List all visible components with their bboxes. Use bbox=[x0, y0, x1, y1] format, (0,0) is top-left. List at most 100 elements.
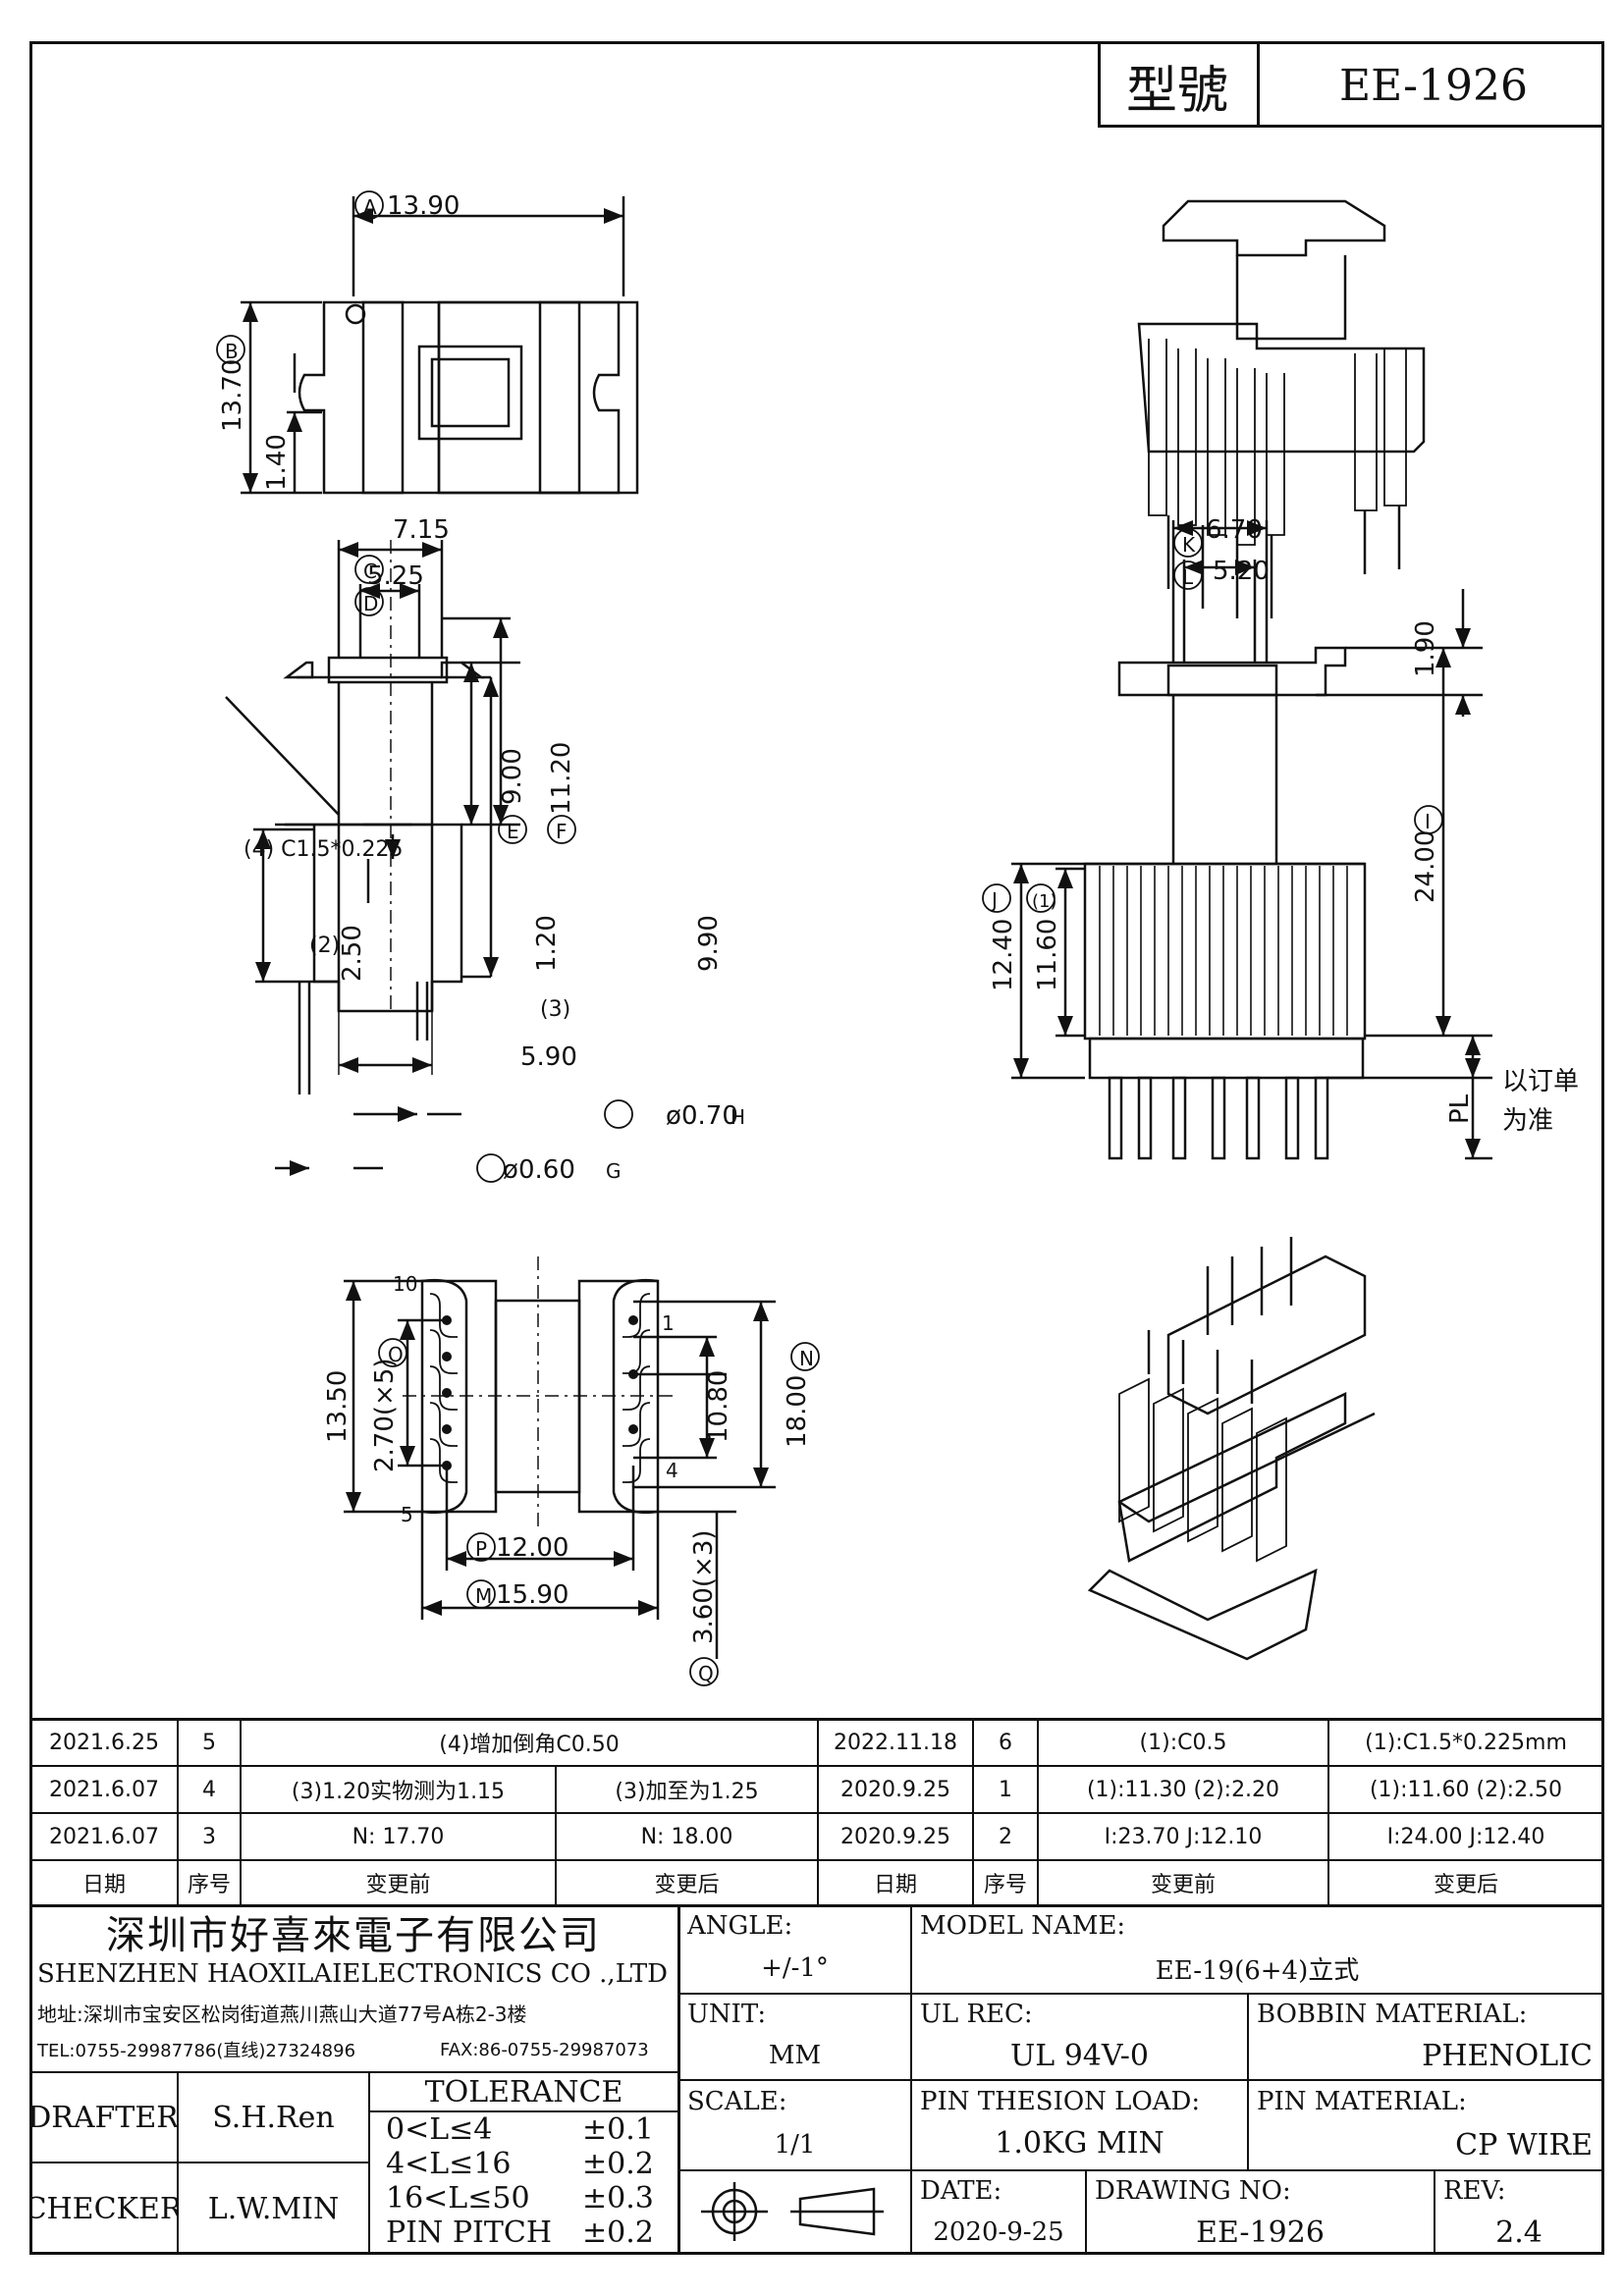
angle-value: +/-1° bbox=[761, 1953, 829, 1983]
change-before: (3)1.20实物测为1.15 bbox=[291, 1780, 506, 1804]
change-after: (3)加至为1.25 bbox=[615, 1780, 759, 1804]
header-before-2: 变更前 bbox=[1150, 1873, 1216, 1897]
side-view bbox=[1011, 520, 1492, 1160]
dim-1-20: 1.20 bbox=[532, 915, 562, 972]
dim-D-value: 5.25 bbox=[367, 561, 424, 591]
pl-note-line2: 为准 bbox=[1502, 1106, 1553, 1136]
model-box-divider bbox=[1257, 41, 1260, 128]
pin-label-10: 10 bbox=[393, 1272, 417, 1296]
dim-B-letter: B bbox=[225, 340, 239, 363]
dim-L-letter: L bbox=[1182, 565, 1194, 589]
company-tel: TEL:0755-29987786(直线)27324896 bbox=[37, 2041, 356, 2061]
header-date: 日期 bbox=[81, 1873, 126, 1897]
dim-10-80: 10.80 bbox=[704, 1370, 733, 1443]
scale-value: 1/1 bbox=[774, 2130, 816, 2160]
date-label: DATE: bbox=[920, 2176, 1002, 2206]
dim-N-value: 18.00 bbox=[783, 1375, 812, 1448]
change-seq-2: 6 bbox=[999, 1730, 1012, 1755]
change-after-2: (1):C1.5*0.225mm bbox=[1365, 1730, 1567, 1755]
change-before-2: (1):11.30 (2):2.20 bbox=[1086, 1777, 1280, 1802]
tolerance-range: 0<L≤4 bbox=[386, 2112, 493, 2147]
dim-F-letter: F bbox=[556, 820, 568, 843]
scale-label: SCALE: bbox=[687, 2087, 787, 2116]
unit-value: MM bbox=[768, 2041, 822, 2070]
dim-J-letter: J bbox=[990, 888, 998, 912]
header-date-2: 日期 bbox=[873, 1873, 917, 1897]
dim-1-90: 1.90 bbox=[1411, 620, 1440, 677]
dim-F-value: 11.20 bbox=[547, 742, 576, 815]
change-after-2: (1):11.60 (2):2.50 bbox=[1369, 1777, 1563, 1802]
tolerance-range: PIN PITCH bbox=[386, 2216, 552, 2250]
dim-K-value: 6.70 bbox=[1206, 515, 1263, 545]
pl-note-line1: 以订单 bbox=[1502, 1067, 1579, 1096]
ul-rec-value: UL 94V-0 bbox=[1009, 2038, 1150, 2073]
change-after-2: I:24.00 J:12.40 bbox=[1386, 1824, 1545, 1849]
projection-symbol-icon bbox=[701, 2182, 884, 2241]
change-date: 2021.6.07 bbox=[49, 1777, 159, 1802]
change-seq: 4 bbox=[202, 1777, 216, 1802]
company-name-cn: 深圳市好喜來電子有限公司 bbox=[106, 1913, 601, 1957]
technical-drawing: A 13.90 B 13.70 1.40 C 7.15 D 5.25 E 9.0… bbox=[216, 190, 1579, 1686]
change-seq-2: 2 bbox=[999, 1824, 1012, 1849]
tolerance-range: 16<L≤50 bbox=[386, 2181, 530, 2216]
change-date-2: 2020.9.25 bbox=[840, 1824, 950, 1849]
company-address: 地址:深圳市宝安区松岗街道燕川燕山大道77号A栋2-3楼 bbox=[37, 2002, 527, 2026]
change-date: 2021.6.25 bbox=[49, 1730, 159, 1755]
dim-N-letter: N bbox=[799, 1347, 814, 1370]
dim-G-phi: ø bbox=[503, 1155, 518, 1185]
dim-H-phi: ø bbox=[666, 1101, 681, 1131]
header-seq-2: 序号 bbox=[983, 1873, 1027, 1897]
checker-label: CHECKER bbox=[29, 2192, 177, 2226]
dim-Q-value: 3.60(×3) bbox=[689, 1529, 719, 1644]
tolerance-range: 4<L≤16 bbox=[386, 2147, 512, 2181]
change-before-2: (1):C0.5 bbox=[1139, 1730, 1227, 1755]
pin-load-value: 1.0KG MIN bbox=[995, 2125, 1164, 2161]
company-name-en: SHENZHEN HAOXILAIELECTRONICS CO .,LTD bbox=[37, 1959, 669, 1989]
dim-13-50: 13.50 bbox=[323, 1370, 352, 1443]
model-label: 型號 bbox=[1125, 61, 1228, 121]
tolerance-value: ±0.2 bbox=[582, 2216, 654, 2250]
model-name-label: MODEL NAME: bbox=[920, 1911, 1126, 1941]
dim-P-letter: P bbox=[475, 1537, 487, 1561]
rev-value: 2.4 bbox=[1495, 2215, 1543, 2250]
drafter-value: S.H.Ren bbox=[212, 2100, 335, 2135]
change-seq: 5 bbox=[202, 1730, 216, 1755]
change-before-2: I:23.70 J:12.10 bbox=[1104, 1824, 1263, 1849]
ul-rec-label: UL REC: bbox=[920, 2000, 1033, 2029]
dim-M-letter: M bbox=[475, 1584, 492, 1608]
dim-H-letter: H bbox=[731, 1105, 745, 1129]
change-date-2: 2022.11.18 bbox=[834, 1730, 957, 1755]
dim-K-letter: K bbox=[1182, 533, 1196, 557]
dim-I-value: 24.00 bbox=[1411, 830, 1440, 903]
dim-G-letter: G bbox=[606, 1159, 622, 1183]
dim-9-90: 9.90 bbox=[694, 915, 724, 972]
pin-load-label: PIN THESION LOAD: bbox=[920, 2087, 1201, 2116]
front-view bbox=[225, 540, 520, 1176]
dim-A-letter: A bbox=[363, 195, 377, 219]
dim-C-value: 7.15 bbox=[393, 515, 450, 545]
dim-5-90: 5.90 bbox=[520, 1042, 577, 1072]
dim-11-60: 11.60 bbox=[1033, 919, 1062, 991]
tolerance-value: ±0.3 bbox=[582, 2181, 654, 2216]
change-before: N: 17.70 bbox=[352, 1824, 445, 1849]
note-4: (4) C1.5*0.225 bbox=[244, 837, 404, 862]
drawing-no-value: EE-1926 bbox=[1196, 2215, 1325, 2250]
change-seq: 3 bbox=[202, 1824, 216, 1849]
note-3: (3) bbox=[540, 997, 570, 1022]
dim-O-letter: O bbox=[388, 1343, 404, 1366]
dim-M-value: 15.90 bbox=[496, 1580, 568, 1610]
isometric-view-top bbox=[1137, 199, 1426, 618]
tolerance-value: ±0.2 bbox=[582, 2147, 654, 2181]
dim-E-letter: E bbox=[507, 820, 519, 843]
drafter-label: DRAFTER bbox=[29, 2100, 177, 2135]
drawing-no-label: DRAWING NO: bbox=[1095, 2176, 1291, 2206]
change-after: N: 18.00 bbox=[640, 1824, 733, 1849]
rev-label: REV: bbox=[1443, 2176, 1506, 2206]
model-name-value: EE-19(6+4)立式 bbox=[1155, 1955, 1360, 1986]
model-value: EE-1926 bbox=[1339, 60, 1528, 111]
date-value: 2020-9-25 bbox=[933, 2217, 1064, 2247]
dim-B-value: 13.70 bbox=[218, 359, 247, 432]
dim-L-value: 5.20 bbox=[1213, 557, 1270, 586]
dim-G-value: 0.60 bbox=[518, 1155, 575, 1185]
tolerance-title: TOLERANCE bbox=[424, 2074, 623, 2109]
